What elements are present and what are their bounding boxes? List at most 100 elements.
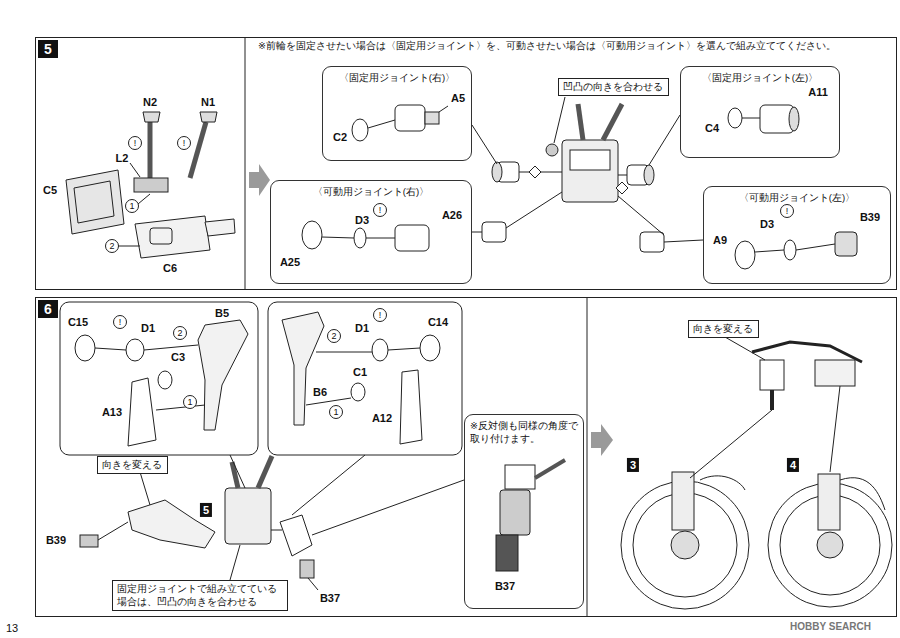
joint-part (742, 118, 760, 119)
assembly-drawing (664, 240, 703, 242)
part-label: D1 (141, 322, 155, 334)
step-arrow (249, 164, 270, 196)
arm-part (95, 348, 126, 350)
joint-part (354, 228, 366, 248)
detail-inset (268, 302, 462, 455)
joint-part (322, 237, 354, 238)
detail-inset (60, 302, 258, 455)
part-label: N1 (201, 96, 215, 108)
step-panel: 6向きを変える固定用ジョイントで組み立てている 場合は、凹凸の向きを合わせる※反… (35, 297, 897, 617)
part-label: A9 (713, 234, 727, 246)
arm-part (158, 371, 172, 389)
joint-part (728, 108, 742, 128)
assembly-drawing (649, 115, 680, 165)
part-drawing (190, 122, 206, 178)
part-drawing (130, 163, 140, 177)
page-number: 13 (6, 622, 18, 634)
arm-part (400, 370, 422, 444)
assembly-drawing (300, 560, 314, 578)
part-label: A26 (442, 209, 462, 221)
note-panel: ※反対側も同様の角度で 取り付けます。 (464, 414, 584, 609)
part-drawing (66, 170, 124, 234)
part-drawing (134, 178, 168, 192)
part-label: A12 (372, 412, 392, 424)
joint-part (425, 112, 439, 124)
assembly-drawing (500, 490, 530, 535)
arm-part (128, 378, 156, 446)
step-panel: 5 〈固定用ジョイント(右)〉〈可動用ジョイント(右)〉 凹凸の向きを合わせる 〈固定… (35, 37, 897, 290)
joint-part (302, 105, 857, 269)
order-mark: 1 (183, 395, 197, 409)
assembly-drawing (472, 125, 497, 164)
assembly-drawing (506, 192, 562, 228)
wheel-drawing (770, 390, 774, 410)
step-number: 6 (38, 300, 58, 318)
wheel-drawing (817, 532, 843, 558)
wheel-drawing (830, 386, 840, 472)
assembly-drawing (492, 162, 502, 182)
inset-heading: 〈可動用ジョイント(右)〉 (313, 186, 429, 199)
assembly-drawing (640, 232, 664, 252)
joint-part (755, 250, 784, 252)
callout-text: 凹凸の向きを合わせる (563, 80, 664, 93)
assembly-drawing (271, 530, 282, 531)
part-label: C3 (171, 351, 185, 363)
part-label: D3 (355, 214, 369, 226)
joint-part (735, 241, 755, 269)
wheel-drawing (840, 478, 885, 510)
order-mark: 1 (329, 405, 343, 419)
panel-divider (587, 297, 588, 617)
part-label: L2 (116, 152, 129, 164)
assembly-drawing (308, 578, 318, 590)
arm-part (198, 320, 248, 430)
wheel-drawing (671, 531, 699, 559)
assembly-drawing (472, 97, 703, 252)
arm-part (306, 398, 351, 405)
joint-part (302, 221, 322, 249)
part-label: C4 (705, 122, 719, 134)
assembly-illustration (60, 37, 892, 617)
inset-heading: 〈固定用ジョイント(右)〉 (339, 72, 455, 85)
assembly-drawing (292, 455, 365, 515)
step-number: 3 (627, 458, 639, 472)
part-label: C6 (163, 262, 177, 274)
watermark: HOBBY SEARCH (790, 621, 871, 632)
order-mark: 2 (173, 326, 187, 340)
assembly-drawing (505, 465, 535, 489)
assembly-drawing (546, 144, 558, 156)
part-drawing (135, 216, 210, 258)
assembly-drawing (529, 166, 541, 178)
arm-part (144, 345, 198, 350)
assembly-drawing (496, 535, 518, 571)
joint-part (439, 106, 448, 112)
part-drawing (148, 122, 153, 178)
part-label: C5 (43, 184, 57, 196)
part-drawing (66, 112, 235, 258)
assembly-drawing (618, 175, 627, 176)
order-mark: 2 (105, 239, 119, 253)
part-drawing (150, 228, 172, 244)
assembly-drawing (562, 140, 618, 202)
part-drawing (205, 219, 235, 236)
wheel-drawing (815, 360, 855, 386)
wheel-drawing (621, 337, 892, 609)
joint-inset: 〈可動用ジョイント(左)〉 (703, 186, 891, 284)
part-label: B39 (46, 534, 66, 546)
assembly-drawing (258, 456, 272, 488)
wheel-drawing (690, 410, 772, 478)
step-number: 5 (38, 40, 58, 58)
assembly-drawing (80, 535, 98, 547)
part-label: C2 (333, 131, 347, 143)
part-label: B5 (215, 307, 229, 319)
inset-heading: 〈固定用ジョイント(左)〉 (702, 72, 818, 85)
part-drawing (138, 194, 150, 204)
part-label: B39 (860, 211, 880, 223)
callout-box: 向きを変える (688, 320, 759, 338)
wheel-drawing (725, 337, 765, 360)
note-text: ※反対側も同様の角度で 取り付けます。 (470, 419, 578, 445)
assembly-drawing (482, 222, 506, 242)
arm-part (420, 335, 440, 361)
